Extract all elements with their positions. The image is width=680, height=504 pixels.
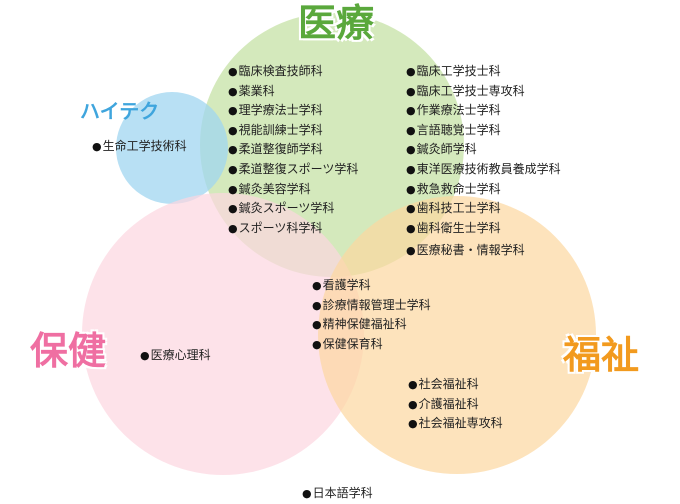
course-item[interactable]: 鍼灸師学科 (406, 140, 561, 160)
course-item[interactable]: 臨床工学技士専攻科 (406, 82, 561, 102)
course-item[interactable]: 介護福祉科 (408, 395, 503, 415)
course-item[interactable]: 日本語学科 (302, 484, 373, 504)
course-item[interactable]: 臨床検査技師科 (228, 62, 358, 82)
medical-title: 医療 (298, 1, 375, 45)
hitech-title: ハイテク (80, 99, 160, 123)
health-title: 保健 (30, 329, 107, 373)
course-item[interactable]: 精神保健福祉科 (312, 315, 431, 335)
course-item[interactable]: 鍼灸美容学科 (228, 180, 358, 200)
course-item[interactable]: 視能訓練士学科 (228, 121, 358, 141)
course-item[interactable]: 医療秘書・情報学科 (406, 241, 561, 261)
outside-course-list: 日本語学科 (302, 484, 373, 504)
course-item[interactable]: 歯科衛生士学科 (406, 219, 561, 239)
course-item[interactable]: 生命工学技術科 (92, 137, 187, 157)
course-item[interactable]: 救急救命士学科 (406, 180, 561, 200)
course-item[interactable]: 作業療法士学科 (406, 101, 561, 121)
course-item[interactable]: 薬業科 (228, 82, 358, 102)
course-item[interactable]: 理学療法士学科 (228, 101, 358, 121)
course-item[interactable]: 診療情報管理士学科 (312, 296, 431, 316)
hitech-course-list: 生命工学技術科 (92, 137, 187, 157)
course-item[interactable]: 看護学科 (312, 276, 431, 296)
welfare-title: 福祉 (563, 333, 640, 377)
course-item[interactable]: 東洋医療技術教員養成学科 (406, 160, 561, 180)
welfare-course-list: 社会福祉科 介護福祉科 社会福祉専攻科 (408, 375, 503, 434)
course-item[interactable]: 医療心理科 (140, 346, 211, 366)
course-item[interactable]: 歯科技工士学科 (406, 199, 561, 219)
course-item[interactable]: スポーツ科学科 (228, 219, 358, 239)
course-item[interactable]: 言語聴覚士学科 (406, 121, 561, 141)
course-item[interactable]: 柔道整復師学科 (228, 140, 358, 160)
core-overlap-course-list: 看護学科 診療情報管理士学科 精神保健福祉科 保健保育科 (312, 276, 431, 354)
medical-right-course-list: 臨床工学技士科 臨床工学技士専攻科 作業療法士学科 言語聴覚士学科 鍼灸師学科 … (406, 62, 561, 261)
course-item[interactable]: 社会福祉科 (408, 375, 503, 395)
course-item[interactable]: 柔道整復スポーツ学科 (228, 160, 359, 180)
health-course-list: 医療心理科 (140, 346, 211, 366)
course-item[interactable]: 社会福祉専攻科 (408, 414, 503, 434)
course-item[interactable]: 鍼灸スポーツ学科 (228, 199, 358, 219)
medical-left-course-list: 臨床検査技師科 薬業科 理学療法士学科 視能訓練士学科 柔道整復師学科 柔道整復… (228, 62, 359, 239)
course-item[interactable]: 保健保育科 (312, 335, 431, 355)
course-item[interactable]: 臨床工学技士科 (406, 62, 561, 82)
